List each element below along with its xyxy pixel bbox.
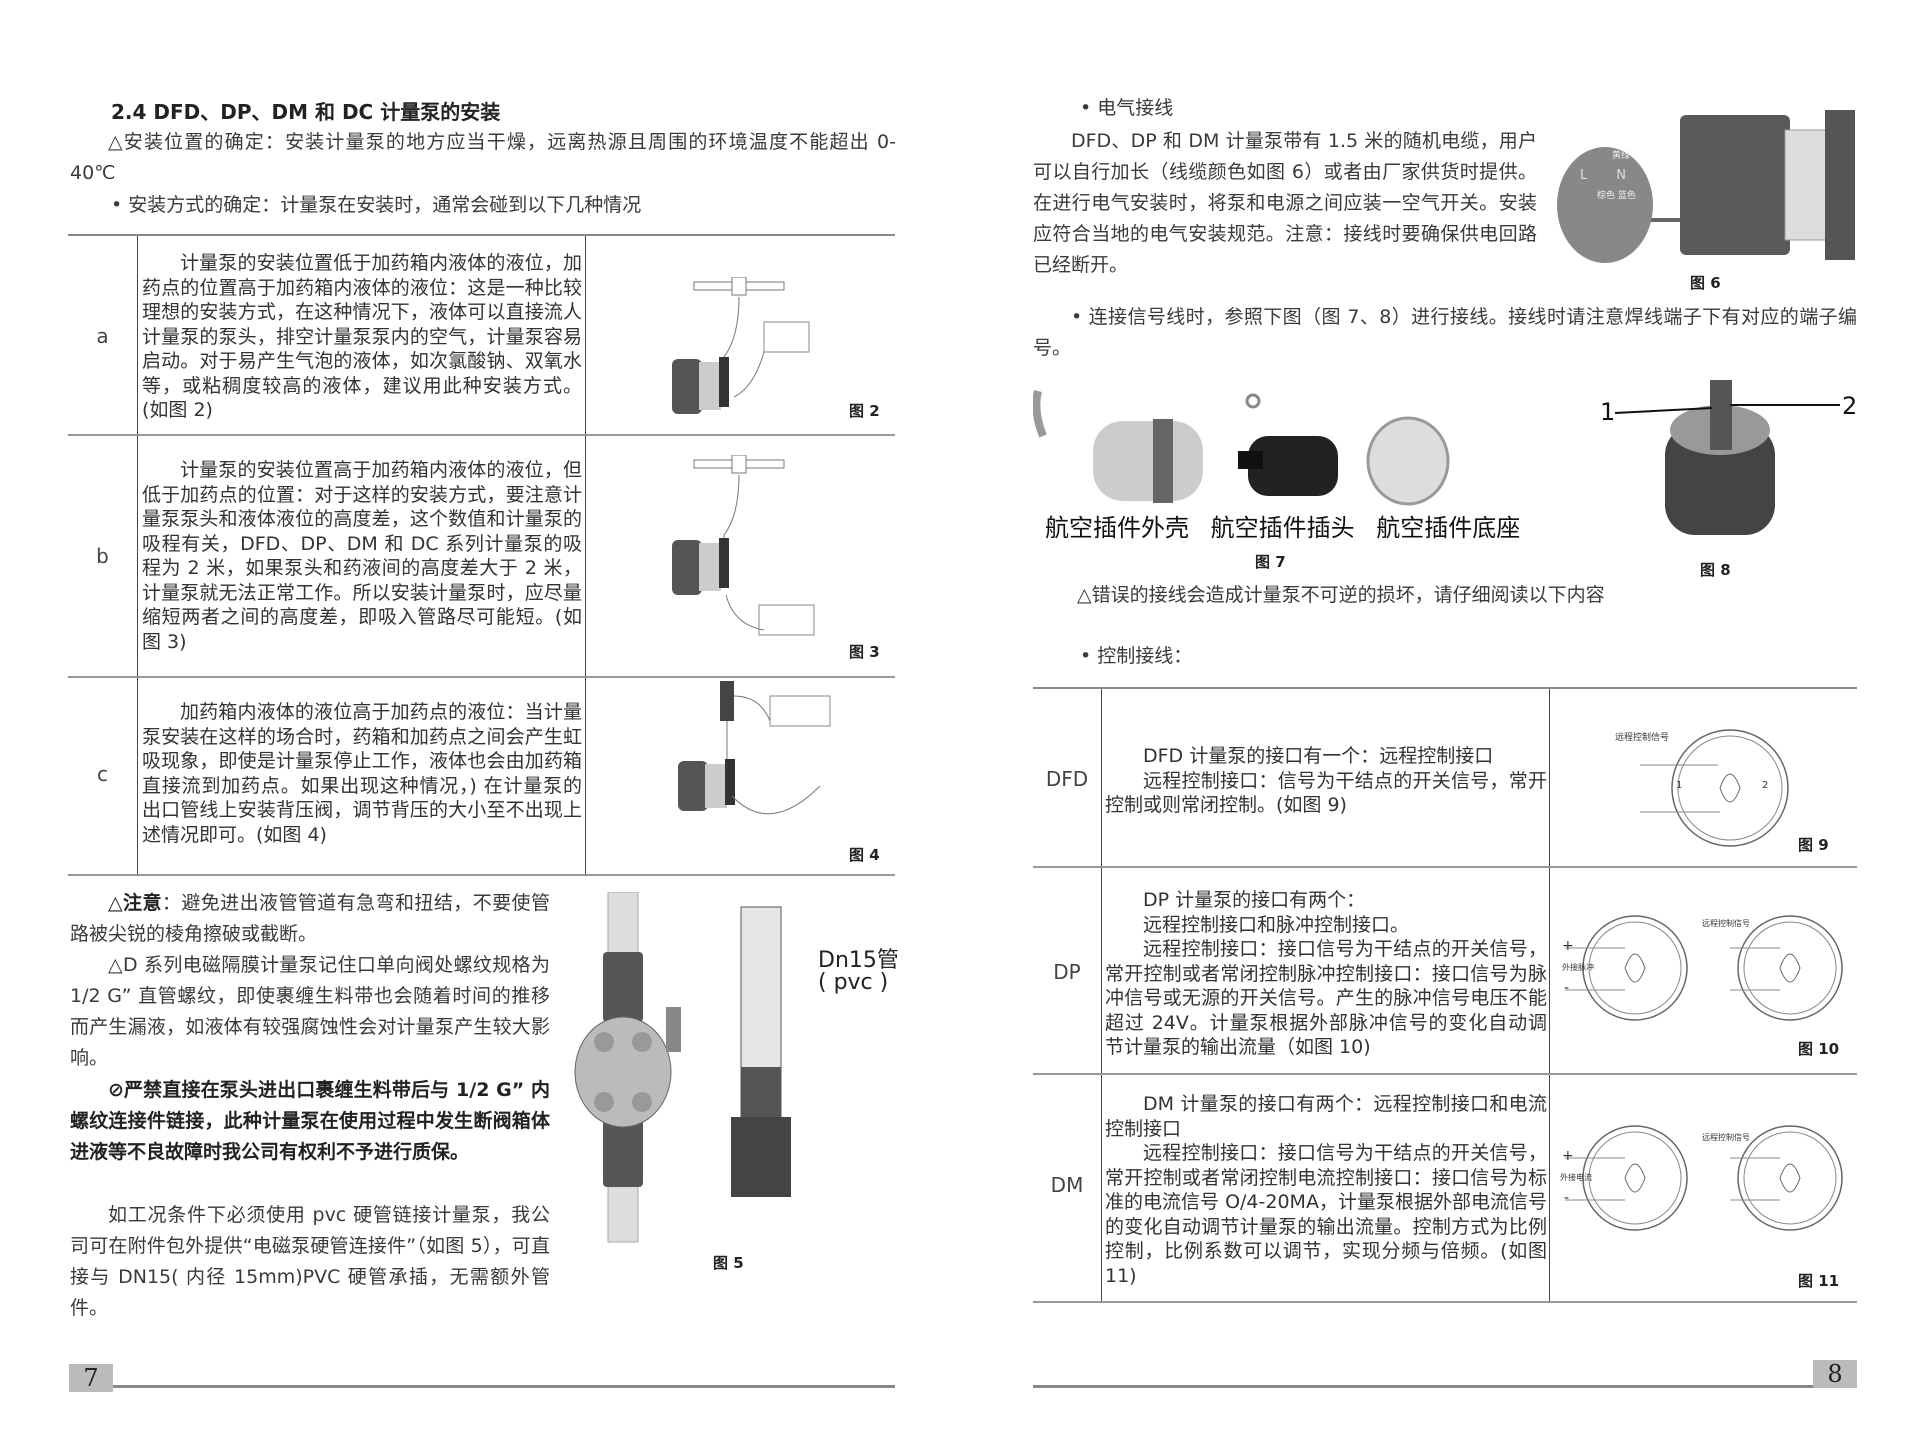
figure-caption: 图 7: [1255, 553, 1286, 571]
pvc-note: 如工况条件下必须使用 pvc 硬管链接计量泵，我公司可在附件包外提供“电磁泵硬管…: [70, 1204, 550, 1319]
part-label-plug: 航空插件插头: [1210, 514, 1355, 542]
table-row: DP DP 计量泵的接口有两个：远程控制接口和脉冲控制接口。远程控制接口：接口信…: [1033, 868, 1857, 1075]
control-wiring-table: DFD DFD 计量泵的接口有一个：远程控制接口远程控制接口：信号为干结点的开关…: [1033, 687, 1857, 1303]
install-table: a 计量泵的安装位置低于加药箱内液体的液位，加药点的位置高于加药箱内液体的液位：…: [68, 234, 895, 876]
remote-signal-label: 远程控制信号: [1702, 1133, 1750, 1142]
pin-2: 2: [1762, 780, 1769, 791]
minus-sign: -: [1564, 980, 1570, 996]
row-text: DFD 计量泵的接口有一个：远程控制接口远程控制接口：信号为干结点的开关信号，常…: [1105, 745, 1547, 816]
method-note: • 安装方式的确定：计量泵在安装时，通常会碰到以下几种情况: [111, 194, 642, 216]
row-label: DM: [1050, 1173, 1084, 1197]
notice-text: ：避免进出液管管道有急弯和扭结，不要使管路被尖锐的棱角擦破或截断。: [70, 892, 550, 945]
pump-install-illustration-a: [672, 277, 810, 414]
figure-caption: 图 3: [849, 643, 880, 661]
wire-earth-label: 黄绿: [1612, 151, 1631, 161]
row-label: c: [97, 762, 108, 786]
pin-label-2: 2: [1842, 392, 1858, 420]
figure-caption: 图 6: [1690, 274, 1721, 292]
minus-sign: -: [1564, 1190, 1570, 1206]
row-text: 计量泵的安装位置高于加药箱内液体的液位，但低于加药点的位置：对于这样的安装方式，…: [142, 459, 582, 653]
footer-rule: [113, 1385, 895, 1388]
notice-paragraph: △注意：避免进出液管管道有急弯和扭结，不要使管路被尖锐的棱角擦破或截断。: [70, 888, 550, 950]
control-heading: • 控制接线：: [1080, 645, 1193, 667]
page-number: 7: [69, 1364, 113, 1392]
wiring-warning: △错误的接线会造成计量泵不可逆的损坏，请仔细阅读以下内容: [1077, 584, 1605, 606]
pump-power-plug-illustration: [1557, 110, 1855, 263]
remote-signal-label: 远程控制信号: [1702, 919, 1750, 928]
part-label-shell: 航空插件外壳: [1045, 514, 1189, 542]
row-label: DFD: [1045, 767, 1089, 791]
footer-rule: [1033, 1385, 1815, 1388]
figure-caption: 图 9: [1798, 836, 1829, 854]
section-title: 2.4 DFD、DP、DM 和 DC 计量泵的安装: [111, 100, 501, 124]
figure-caption: 图 4: [849, 846, 880, 864]
connector-diagram-current: [1565, 1125, 1843, 1231]
table-row: c 加药箱内液体的液位高于加药点的液位：当计量泵安装在这样的场合时，药箱和加药点…: [68, 678, 895, 876]
plus-sign: +: [1562, 1148, 1574, 1164]
connector-pin-illustration: [1614, 380, 1840, 535]
pump-head-hard-pipe-illustration: [574, 892, 791, 1243]
current-label: 外接电流: [1560, 1173, 1592, 1182]
wire-labels: 棕色 蓝色: [1597, 191, 1636, 201]
location-note: △安装位置的确定：安装计量泵的地方应当干燥，远离热源且周围的环境温度不能超出 0…: [70, 131, 896, 184]
table-row: DM DM 计量泵的接口有两个：远程控制接口和电流控制接口远程控制接口：接口信号…: [1033, 1075, 1857, 1303]
row-label: a: [96, 324, 109, 348]
figure-caption: 图 2: [849, 402, 880, 420]
notice-label: △注意: [108, 892, 162, 914]
table-row: a 计量泵的安装位置低于加药箱内液体的液位，加药点的位置高于加药箱内液体的液位：…: [68, 236, 895, 436]
figure-caption: 图 10: [1798, 1040, 1840, 1058]
wire-ln-labels: L N: [1580, 168, 1626, 183]
connector-diagram-remote: [1640, 729, 1789, 847]
figure-caption: 图 8: [1700, 561, 1731, 579]
connector-part-labels: 航空插件外壳 航空插件插头 航空插件底座: [1045, 508, 1520, 543]
row-text: DM 计量泵的接口有两个：远程控制接口和电流控制接口远程控制接口：接口信号为干结…: [1105, 1093, 1547, 1287]
plus-sign: +: [1562, 938, 1574, 954]
connector-diagram-pulse: [1565, 915, 1843, 1021]
pulse-label: 外接脉冲: [1562, 963, 1594, 972]
row-text: DP 计量泵的接口有两个：远程控制接口和脉冲控制接口。远程控制接口：接口信号为干…: [1105, 889, 1547, 1058]
remote-signal-label: 远程控制信号: [1615, 733, 1670, 743]
signal-note: • 连接信号线时，参照下图（图 7、8）进行接线。接线时请注意焊线端子下有对应的…: [1033, 306, 1857, 359]
pipe-label: Dn15管( pvc ): [818, 948, 899, 995]
pump-install-illustration-b: [672, 455, 815, 636]
pin-label-1: 1: [1600, 398, 1616, 426]
table-row: DFD DFD 计量泵的接口有一个：远程控制接口远程控制接口：信号为干结点的开关…: [1033, 689, 1857, 868]
part-label-base: 航空插件底座: [1376, 514, 1521, 542]
row-text: 加药箱内液体的液位高于加药点的液位：当计量泵安装在这样的场合时，药箱和加药点之间…: [142, 701, 582, 846]
electrical-heading: • 电气接线: [1080, 97, 1174, 119]
row-label: b: [96, 544, 109, 568]
pin-1: 1: [1676, 780, 1683, 791]
aviation-connector-parts-illustration: [1033, 390, 1450, 506]
figure-caption: 图 5: [713, 1254, 744, 1272]
electrical-text: DFD、DP 和 DM 计量泵带有 1.5 米的随机电缆，用户可以自行加长（线缆…: [1033, 130, 1537, 276]
figure-caption: 图 11: [1798, 1272, 1840, 1290]
thread-note: △D 系列电磁隔膜计量泵记住口单向阀处螺纹规格为 1/2 G” 直管螺纹，即使裹…: [70, 954, 550, 1069]
pump-install-illustration-c: [678, 681, 831, 815]
page-number: 8: [1813, 1360, 1857, 1388]
row-label: DP: [1053, 960, 1081, 984]
table-row: b 计量泵的安装位置高于加药箱内液体的液位，但低于加药点的位置：对于这样的安装方…: [68, 436, 895, 678]
row-text: 计量泵的安装位置低于加药箱内液体的液位，加药点的位置高于加药箱内液体的液位：这是…: [142, 252, 582, 421]
prohibit-note: ⊘严禁直接在泵头进出口裹缠生料带后与 1/2 G” 内螺纹连接件链接，此种计量泵…: [70, 1079, 550, 1163]
